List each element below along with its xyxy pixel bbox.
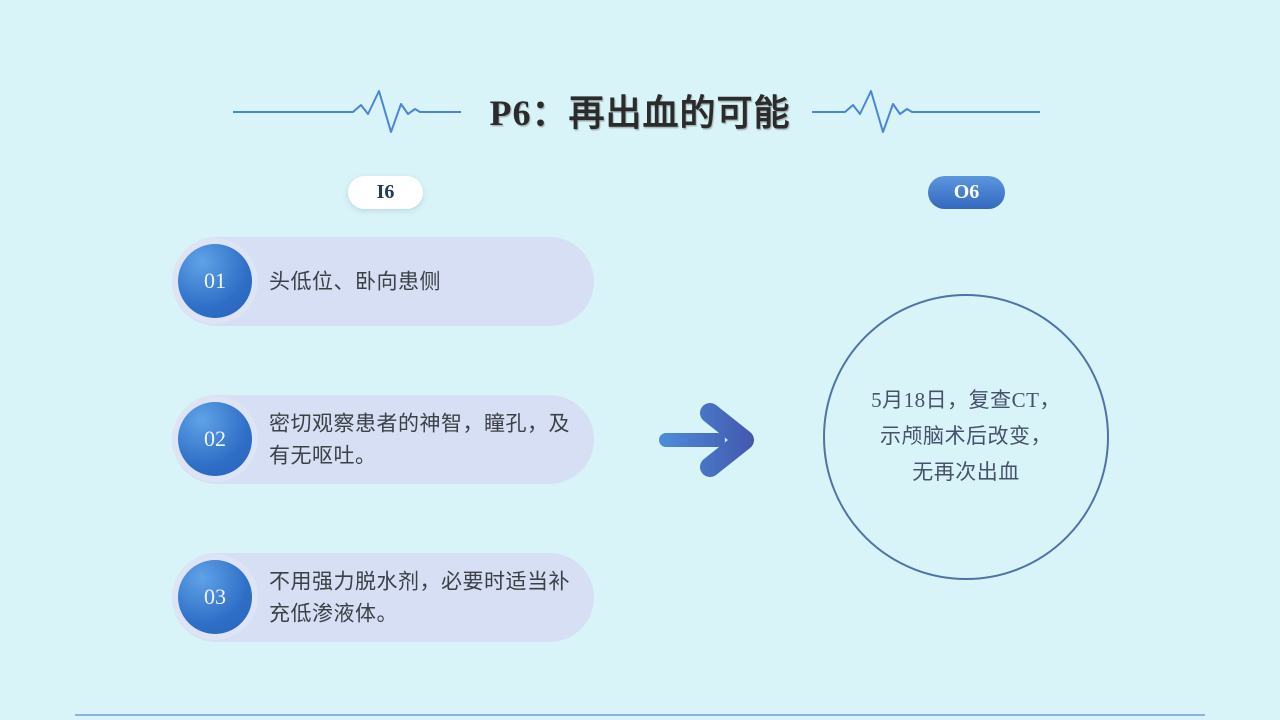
result-text-line: 5月18日，复查CT，	[871, 388, 1061, 413]
arrow-right-icon	[659, 403, 754, 477]
bottom-divider	[75, 714, 1205, 716]
result-circle: 5月18日，复查CT， 示颅脑术后改变， 无再次出血	[823, 294, 1109, 580]
step-number-badge: 03	[178, 560, 252, 634]
step-text: 头低位、卧向患侧	[269, 269, 441, 294]
result-text-line: 示颅脑术后改变，	[880, 424, 1052, 449]
slide-title: P6：再出血的可能	[489, 93, 791, 133]
step-text: 密切观察患者的神智，瞳孔，及有无呕吐。	[269, 410, 570, 468]
step-number-badge: 01	[178, 244, 252, 318]
result-text-line: 无再次出血	[912, 459, 1020, 484]
badge-i6: I6	[348, 176, 423, 209]
step-number-badge: 02	[178, 402, 252, 476]
step-text: 不用强力脱水剂，必要时适当补充低渗液体。	[269, 568, 570, 626]
ecg-line-icon	[233, 90, 461, 133]
step-card-1: 01 头低位、卧向患侧	[172, 237, 594, 326]
step-card-2: 02 密切观察患者的神智，瞳孔，及有无呕吐。	[172, 395, 594, 484]
step-card-3: 03 不用强力脱水剂，必要时适当补充低渗液体。	[172, 553, 594, 642]
ecg-line-icon	[812, 90, 1040, 133]
badge-o6: O6	[928, 176, 1005, 209]
